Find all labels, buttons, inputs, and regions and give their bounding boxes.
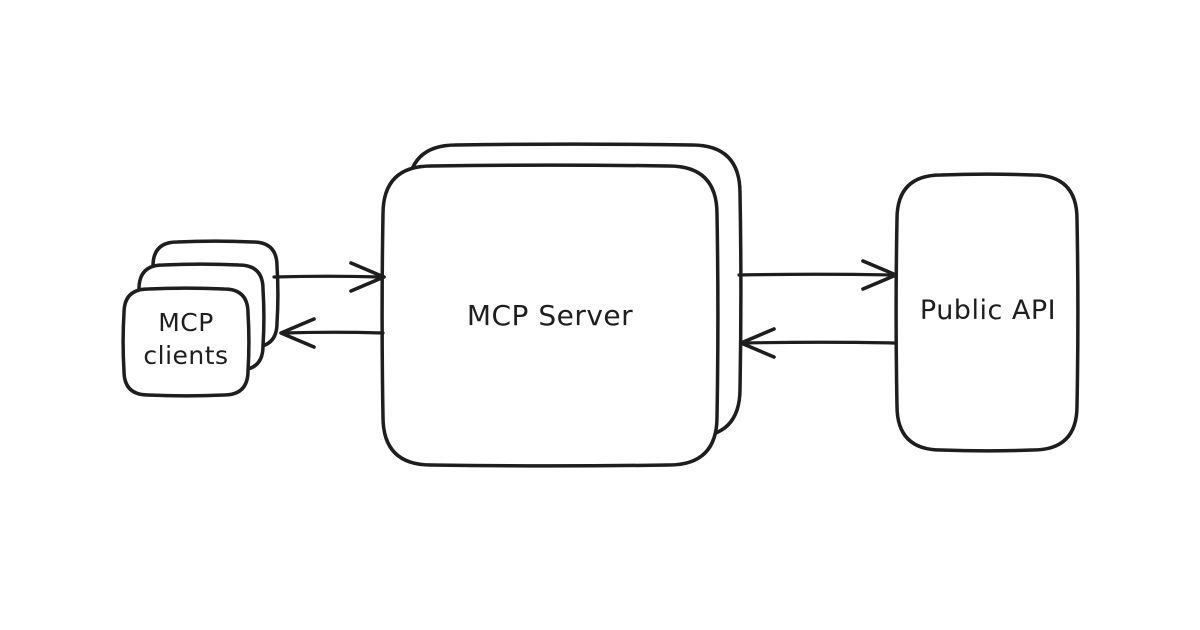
mcp-server-box-front: [380, 163, 720, 468]
arrow-api-to-server: [739, 327, 898, 359]
arrowhead-right-icon: [349, 261, 386, 293]
mcp-clients-box-front: [121, 286, 251, 398]
arrowhead-right-icon: [861, 259, 898, 291]
arrowhead-left-icon: [739, 327, 776, 359]
public-api-box: [894, 172, 1080, 453]
arrow-clients-to-server: [272, 261, 386, 293]
public-api-node: Public API: [894, 172, 1080, 453]
arrow-shaft: [282, 330, 385, 335]
mcp-server-node: MCP Server: [380, 142, 743, 468]
arrow-server-to-clients: [279, 317, 385, 349]
arrowhead-left-icon: [279, 317, 316, 349]
mcp-clients-label-line1: MCP: [158, 308, 214, 337]
mcp-server-label: MCP Server: [467, 299, 633, 332]
mcp-clients-label-line2: clients: [143, 341, 228, 370]
arrow-shaft: [272, 274, 383, 279]
arrow-shaft: [742, 340, 898, 345]
mcp-clients-node: MCP clients: [121, 239, 280, 398]
arrow-shaft: [737, 272, 895, 277]
public-api-label: Public API: [920, 295, 1056, 326]
arrow-server-to-api: [737, 259, 898, 291]
